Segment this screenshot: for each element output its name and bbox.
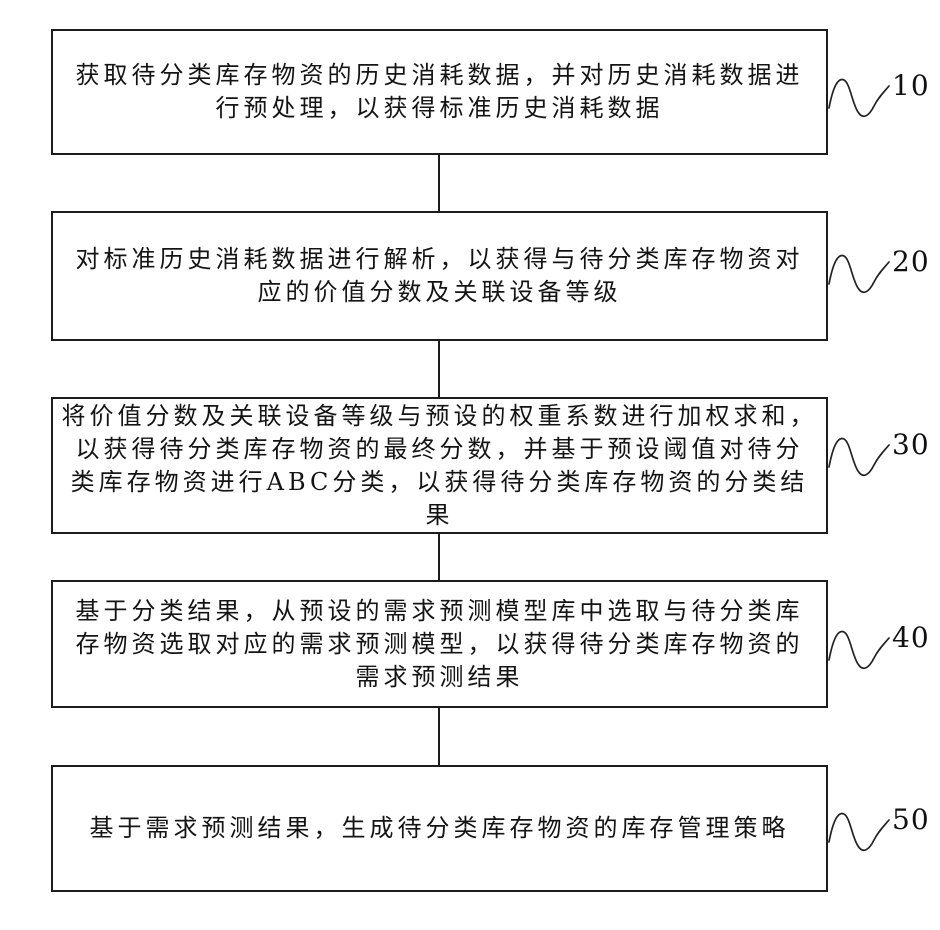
flow-step-box-40: 基于分类结果，从预设的需求预测模型库中选取与待分类库 存物资选取对应的需求预测模… [51,580,828,708]
reference-number: 40 [892,621,930,654]
connector-line [438,339,440,397]
step-text-line: 应的价值分数及关联设备等级 [257,278,622,306]
flow-step-box-10: 获取待分类库存物资的历史消耗数据，并对历史消耗数据进 行预处理，以获得标准历史消… [51,29,828,155]
step-reference-10: 10 [828,69,938,122]
step-text-line: 需求预测结果 [355,662,524,691]
step-reference-50: 50 [828,803,938,856]
reference-number: 10 [892,69,930,102]
flow-step-box-50: 基于需求预测结果，生成待分类库存物资的库存管理策略 [51,765,828,892]
step-text-line: 行预处理，以获得标准历史消耗数据 [215,94,664,122]
step-40-text: 基于分类结果，从预设的需求预测模型库中选取与待分类库 存物资选取对应的需求预测模… [53,595,826,694]
step-10-text: 获取待分类库存物资的历史消耗数据，并对历史消耗数据进 行预处理，以获得标准历史消… [53,59,826,125]
reference-squiggle-icon [828,254,890,294]
step-20-text: 对标准历史消耗数据进行解析，以获得与待分类库存物资对 应的价值分数及关联设备等级 [53,243,826,309]
step-text-line: 获取待分类库存物资的历史消耗数据，并对历史消耗数据进 [75,61,804,89]
step-text-line: 基于分类结果，从预设的需求预测模型库中选取与待分类库 [75,596,804,625]
step-text-line: 类库存物资进行ABC分类，以获得待分类库存物资的分类结 [70,467,809,496]
reference-number: 50 [892,803,930,836]
flow-step-box-20: 对标准历史消耗数据进行解析，以获得与待分类库存物资对 应的价值分数及关联设备等级 [51,211,828,341]
step-30-text: 将价值分数及关联设备等级与预设的权重系数进行加权求和， 以获得待分类库存物资的最… [53,400,826,532]
step-reference-30: 30 [828,428,938,481]
reference-squiggle-icon [828,630,890,670]
reference-number: 30 [892,428,930,461]
step-reference-40: 40 [828,621,938,674]
step-reference-20: 20 [828,245,938,298]
step-text-line: 对标准历史消耗数据进行解析，以获得与待分类库存物资对 [75,245,804,273]
connector-line [438,153,440,211]
step-text-line: 果 [425,500,454,529]
reference-squiggle-icon [828,78,890,118]
connector-line [438,706,440,765]
step-50-text: 基于需求预测结果，生成待分类库存物资的库存管理策略 [53,812,826,845]
flow-step-box-30: 将价值分数及关联设备等级与预设的权重系数进行加权求和， 以获得待分类库存物资的最… [51,397,828,534]
step-text-line: 将价值分数及关联设备等级与预设的权重系数进行加权求和， [61,401,818,430]
reference-squiggle-icon [828,437,890,477]
step-text-line: 存物资选取对应的需求预测模型，以获得待分类库存物资的 [75,629,804,658]
connector-line [438,532,440,582]
step-text-line: 以获得待分类库存物资的最终分数，并基于预设阈值对待分 [75,434,804,463]
reference-squiggle-icon [828,812,890,852]
reference-number: 20 [892,245,930,278]
step-text-line: 基于需求预测结果，生成待分类库存物资的库存管理策略 [89,814,790,842]
